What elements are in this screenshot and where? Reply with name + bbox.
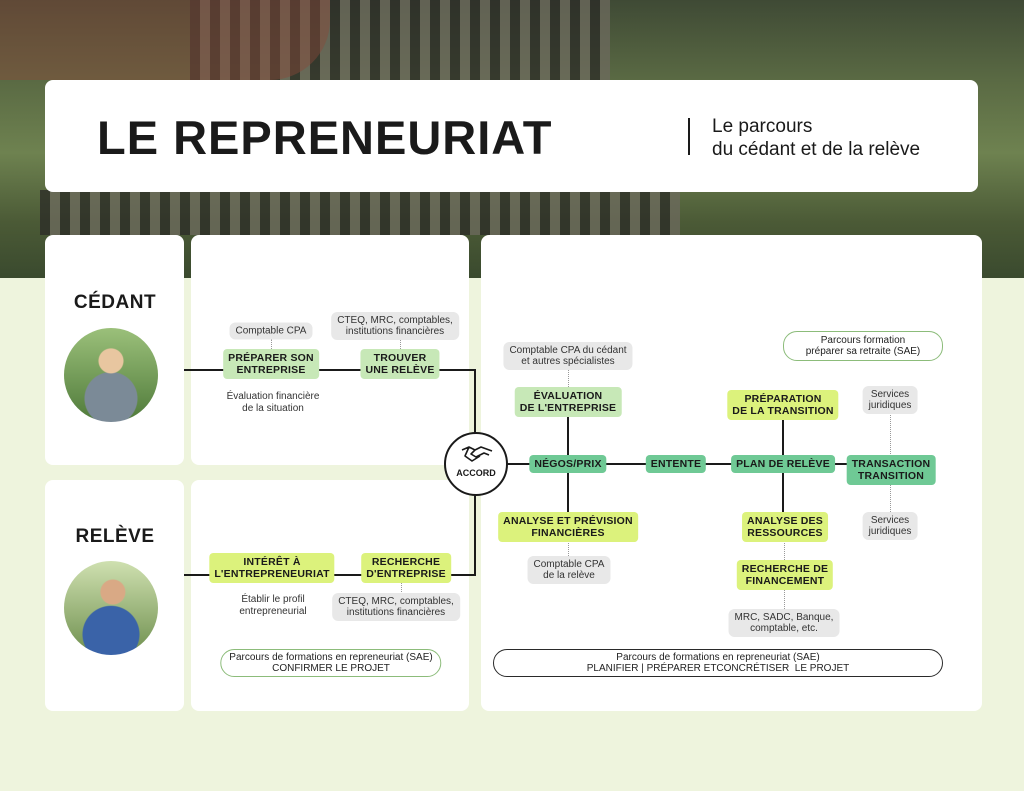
page-title: LE REPRENEURIAT [97,111,553,164]
releve-label: RELÈVE [75,526,155,547]
cteq-tag: CTEQ, MRC, comptables,institutions finan… [331,312,459,340]
accord-label: ACCORD [456,468,496,478]
node-plan-releve[interactable]: PLAN DE RELÈVE [731,455,835,473]
handshake-icon [461,446,493,462]
main-connector [505,463,930,465]
comptable-cpa-tag: Comptable CPA [229,322,313,340]
dotted-connector [568,541,569,558]
financement-tag: MRC, SADC, Banque,comptable, etc. [728,609,840,637]
dotted-connector [890,485,891,514]
dotted-connector [784,541,785,562]
dotted-connector [784,589,785,611]
dotted-connector [890,413,891,456]
cedant-label: CÉDANT [73,292,157,313]
cedant-avatar [64,328,158,422]
cedant-drop [474,369,476,439]
accord-badge[interactable]: ACCORD [444,432,508,496]
training-pill-planifier[interactable]: Parcours de formations en repreneuriat (… [493,649,943,677]
cedant-connector [184,369,476,371]
cteq-tag-releve: CTEQ, MRC, comptables,institutions finan… [332,593,460,621]
header-card: LE REPRENEURIAT Le parcours du cédant et… [45,80,978,192]
releve-avatar [64,561,158,655]
dotted-connector [568,369,569,389]
node-negos-prix[interactable]: NÉGOS/PRIX [529,455,607,473]
dotted-connector [400,340,401,351]
training-pill-confirmer[interactable]: Parcours de formations en repreneuriat (… [220,649,442,677]
releve-rise [474,490,476,576]
dotted-connector [271,339,272,351]
dotted-connector [401,582,402,594]
node-entente[interactable]: ENTENTE [645,455,707,473]
page-subtitle: Le parcours du cédant et de la relève [712,116,921,160]
title-divider [688,118,690,155]
